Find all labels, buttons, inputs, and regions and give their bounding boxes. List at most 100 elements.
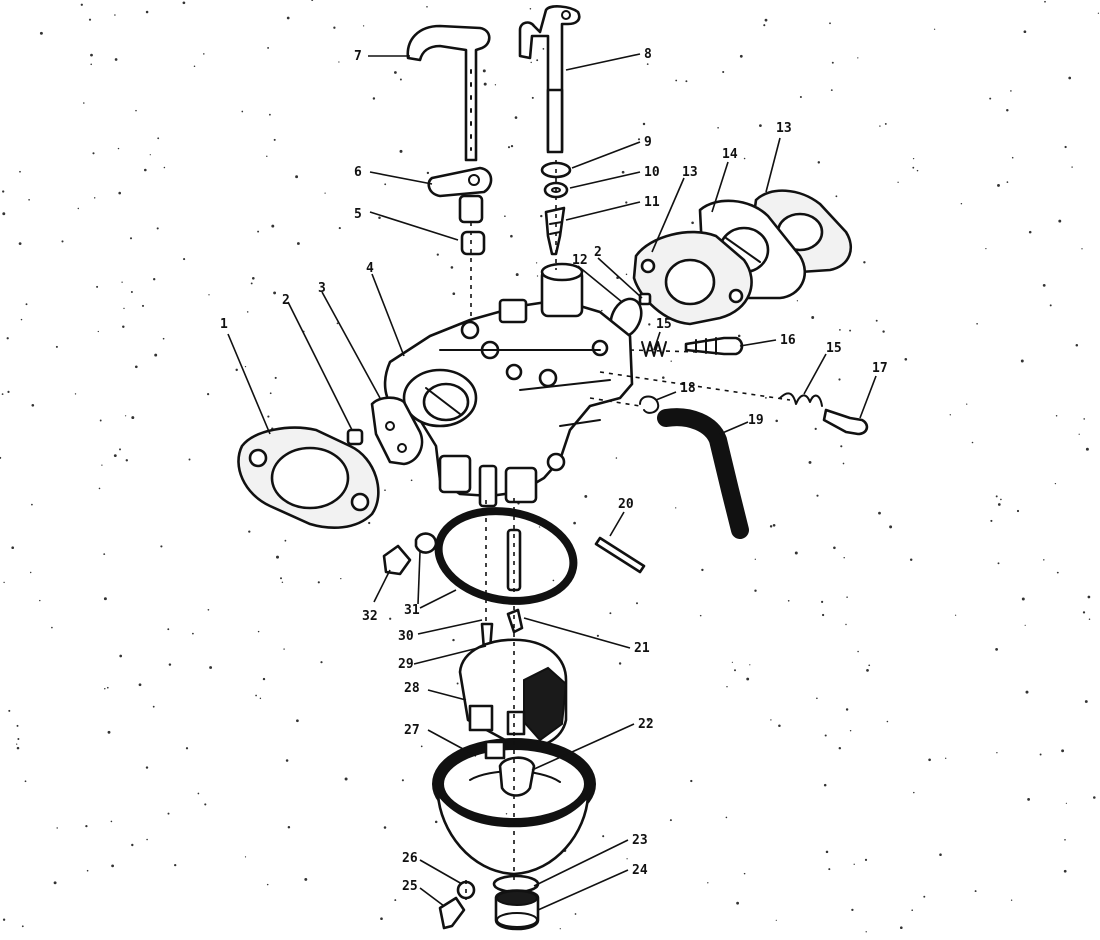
- speck-dot: [821, 613, 825, 617]
- speck-dot: [529, 8, 532, 10]
- speck-dot: [284, 539, 287, 542]
- speck-dot: [840, 445, 843, 448]
- speck-dot: [1078, 433, 1080, 435]
- speck-dot: [725, 816, 728, 819]
- speck-dot: [904, 357, 908, 361]
- speck-dot: [625, 201, 628, 204]
- speck-dot: [995, 495, 998, 498]
- speck-dot: [255, 694, 257, 697]
- speck-dot: [1084, 700, 1088, 703]
- speck-dot: [1065, 802, 1067, 804]
- speck-dot: [1064, 838, 1066, 841]
- speck-dot: [273, 291, 277, 295]
- speck-dot: [483, 82, 487, 86]
- speck-dot: [621, 170, 625, 174]
- speck-dot: [769, 525, 773, 528]
- speck-dot: [1039, 753, 1042, 756]
- speck-dot: [123, 307, 125, 310]
- speck-dot: [77, 207, 80, 210]
- speck-dot: [1085, 447, 1089, 451]
- speck-dot: [717, 127, 719, 129]
- speck-dot: [1020, 359, 1024, 363]
- speck-dot: [283, 648, 285, 650]
- speck-dot: [55, 345, 58, 348]
- speck-dot: [737, 334, 741, 338]
- speck-dot: [816, 697, 818, 700]
- speck-dot: [257, 630, 260, 633]
- speck-dot: [389, 617, 392, 620]
- speck-dot: [504, 215, 506, 217]
- speck-dot: [244, 856, 247, 858]
- speck-dot: [119, 654, 123, 658]
- speck-dot: [248, 530, 251, 533]
- speck-dot: [452, 292, 456, 296]
- speck-dot: [707, 882, 709, 884]
- speck-dot: [287, 826, 291, 829]
- speck-dot: [997, 562, 1000, 565]
- speck-dot: [90, 53, 93, 57]
- speck-dot: [505, 813, 508, 815]
- speck-dot: [168, 663, 172, 666]
- speck-dot: [845, 623, 847, 626]
- speck-dot: [997, 503, 1001, 506]
- speck-dot: [74, 393, 77, 395]
- speck-dot: [399, 78, 402, 81]
- speck-dot: [829, 22, 831, 25]
- speck-dot: [103, 553, 106, 555]
- part-22-float-valve: [484, 740, 536, 797]
- speck-dot: [933, 28, 936, 30]
- speck-dot: [372, 97, 376, 100]
- callout-1: 1: [220, 317, 228, 332]
- speck-dot: [281, 581, 284, 584]
- speck-dot: [208, 294, 210, 296]
- speck-dot: [916, 169, 919, 172]
- speck-dot: [897, 181, 899, 183]
- part-2-screw-upper: [638, 292, 652, 306]
- speck-dot: [868, 664, 871, 667]
- speck-dot: [879, 125, 881, 127]
- speck-dot: [1056, 571, 1059, 574]
- callout-23: 23: [632, 833, 648, 848]
- speck-dot: [383, 826, 387, 829]
- speck-dot: [338, 61, 340, 63]
- speck-dot: [540, 214, 543, 218]
- speck-dot: [203, 53, 205, 55]
- speck-dot: [507, 146, 511, 149]
- speck-dot: [56, 827, 58, 829]
- speck-dot: [535, 262, 538, 264]
- speck-dot: [18, 242, 22, 245]
- speck-dot: [1021, 597, 1025, 601]
- speck-dot: [96, 285, 99, 288]
- speck-dot: [1025, 690, 1029, 694]
- speck-dot: [889, 525, 893, 529]
- speck-dot: [642, 122, 646, 126]
- speck-dot: [601, 309, 603, 312]
- speck-dot: [333, 26, 336, 29]
- speck-dot: [182, 1, 186, 5]
- speck-dot: [160, 545, 163, 548]
- speck-dot: [637, 138, 641, 141]
- speck-dot: [552, 579, 555, 582]
- speck-dot: [763, 24, 766, 27]
- speck-dot: [1075, 343, 1079, 347]
- callout-2-left: 2: [282, 293, 290, 308]
- speck-dot: [875, 319, 878, 322]
- speck-dot: [882, 330, 885, 333]
- speck-dot: [770, 719, 772, 721]
- speck-dot: [145, 766, 149, 769]
- speck-dot: [778, 724, 781, 727]
- callout-15-lower: 15: [826, 341, 842, 356]
- speck-dot: [125, 459, 128, 462]
- speck-dot: [21, 925, 24, 928]
- speck-dot: [1068, 76, 1072, 80]
- speck-dot: [6, 337, 9, 340]
- speck-dot: [143, 168, 147, 172]
- speck-dot: [1006, 108, 1009, 112]
- callout-10: 10: [644, 165, 660, 180]
- speck-dot: [1006, 181, 1009, 183]
- speck-dot: [86, 869, 89, 872]
- speck-dot: [646, 63, 649, 65]
- speck-dot: [131, 843, 134, 847]
- callout-2-upper: 2: [594, 245, 602, 260]
- callout-16: 16: [780, 333, 796, 348]
